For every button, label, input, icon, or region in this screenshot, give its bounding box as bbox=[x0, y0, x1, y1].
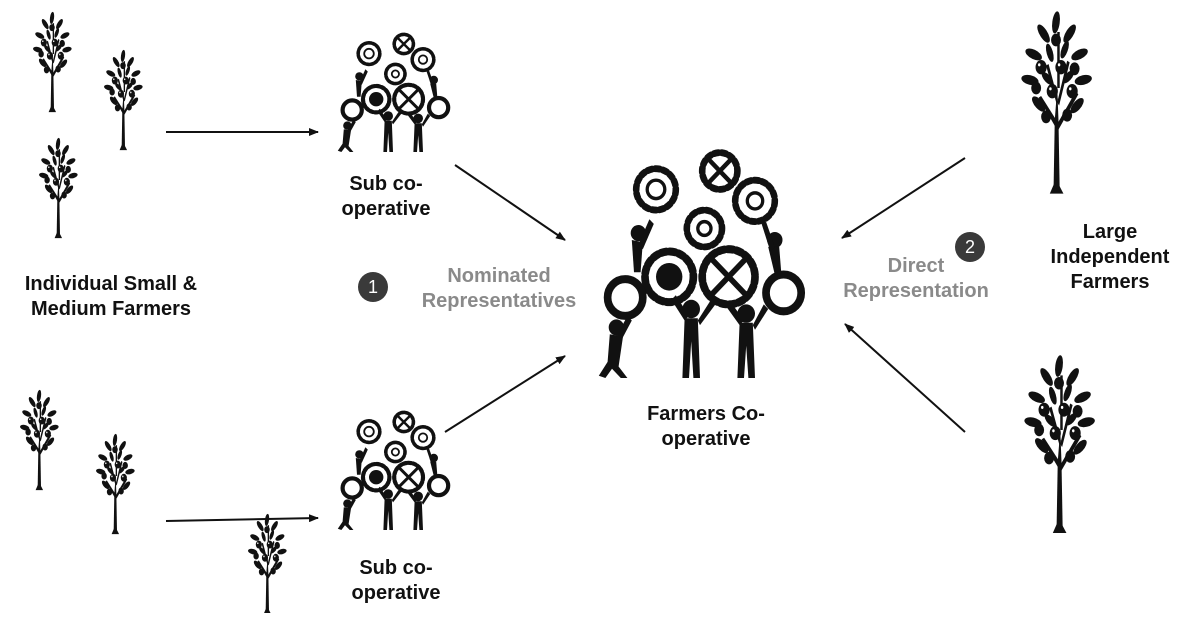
arrow-icon bbox=[454, 164, 566, 241]
nominated-representatives-label: Nominated Representatives bbox=[421, 265, 577, 312]
teamwork-gears-icon bbox=[599, 153, 801, 378]
apple-tree-icon bbox=[19, 389, 60, 491]
teamwork-gears-icon bbox=[338, 34, 448, 152]
apple-tree-icon bbox=[103, 49, 144, 151]
teamwork-gears-icon bbox=[338, 412, 448, 530]
apple-tree-icon bbox=[32, 11, 73, 113]
small-medium-farmers-label: Individual Small & Medium Farmers bbox=[24, 273, 198, 320]
step-1-badge: 1 bbox=[358, 272, 388, 302]
apple-tree-icon bbox=[247, 513, 288, 615]
arrow-icon bbox=[841, 157, 966, 239]
apple-tree-icon bbox=[95, 433, 136, 535]
direct-representation-label: Direct Representation bbox=[843, 255, 989, 302]
farmers-coop-label: Farmers Co-operative bbox=[647, 403, 765, 450]
sub-coop-top-label: Sub co-operative bbox=[341, 173, 431, 220]
sub-coop-bottom-label: Sub co-operative bbox=[351, 557, 441, 604]
step-2-badge: 2 bbox=[955, 232, 985, 262]
arrow-icon bbox=[844, 323, 966, 433]
arrow-icon bbox=[165, 514, 319, 523]
apple-tree-icon bbox=[38, 137, 79, 239]
apple-tree-icon bbox=[1023, 354, 1096, 533]
apple-tree-icon bbox=[1020, 10, 1093, 194]
arrow-icon bbox=[444, 355, 566, 433]
large-farmers-label: Large Independent Farmers bbox=[1050, 221, 1170, 293]
